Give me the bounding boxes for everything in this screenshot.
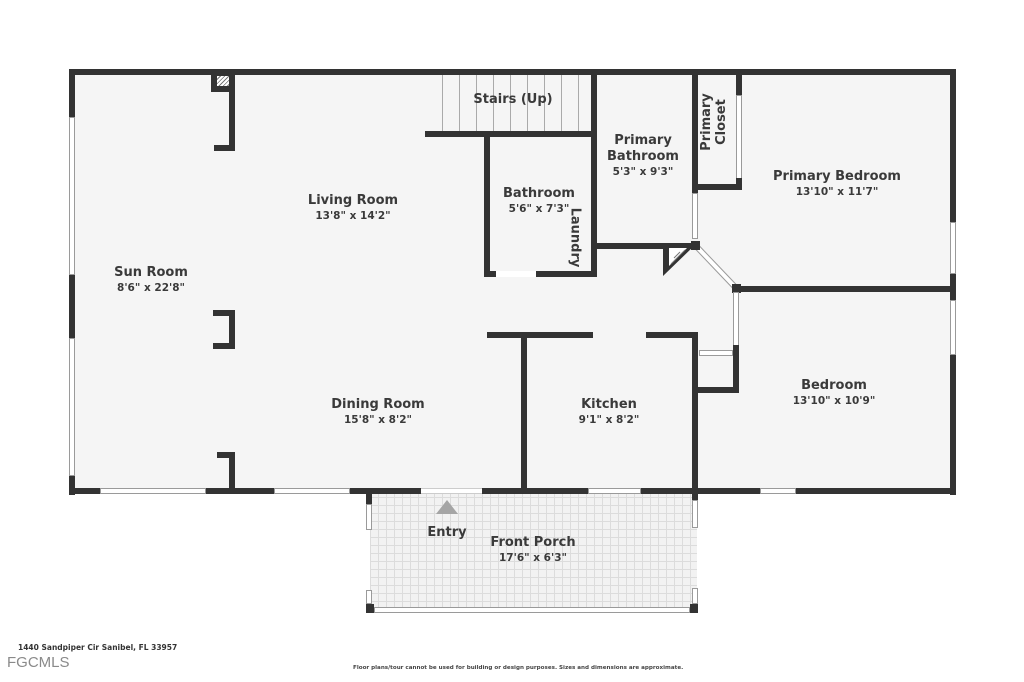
room-label-laundry: Laundry [568,208,583,268]
room-name: Entry [427,525,467,540]
room-name: Primary Bedroom [773,169,901,184]
wall [229,310,235,349]
wall-left [69,69,75,495]
wall [229,452,235,490]
room-dimensions: 13'10" x 11'7" [795,186,879,198]
porch-window [366,504,372,530]
wall [733,345,739,393]
room-dimensions: 5'3" x 9'3" [612,166,674,178]
room-dimensions: 17'6" x 6'3" [499,552,567,564]
entry-doorway[interactable] [421,488,482,494]
porch-window [692,500,698,528]
wall [213,310,235,316]
room-dimensions: 8'6" x 22'8" [117,282,185,294]
room-name: Bedroom [801,378,867,393]
window [69,117,75,275]
wall [692,184,742,190]
window [950,300,956,355]
room-dimensions: 9'1" x 8'2" [578,414,640,426]
wall [211,87,235,92]
wall [484,271,596,277]
primary-bathroom-door[interactable] [692,193,698,239]
linen-closet-hatch [663,244,696,276]
bathroom-door-opening[interactable] [496,271,536,277]
wall [425,131,597,137]
wall [646,332,698,338]
room-dimensions: 15'8" x 8'2" [344,414,412,426]
room-label-entry: Entry [427,525,466,541]
front-porch-tiles [370,494,697,610]
porch-screen [374,607,690,613]
wall [214,145,235,151]
wall [695,387,739,393]
room-name: Sun Room [114,265,188,280]
wall [596,243,696,249]
room-name-line2: Bathroom [607,149,679,164]
hall-closet-door[interactable] [699,350,733,356]
room-label-primary-bathroom: Primary Bathroom 5'3" x 9'3" [607,133,679,179]
room-name-line1: Primary [614,133,672,148]
room-label-primary-bedroom: Primary Bedroom 13'10" x 11'7" [773,169,901,199]
chimney-chase [216,75,230,87]
room-name: Bathroom [503,186,575,201]
property-address: 1440 Sandpiper Cir Sanibel, FL 33957 [18,643,178,652]
wall [736,69,742,95]
room-name: Laundry [567,207,583,268]
stairs-treads [426,75,592,135]
room-label-bathroom: Bathroom 5'6" x 7'3" [503,186,575,216]
room-name: Stairs (Up) [473,92,553,107]
window [100,488,206,494]
room-label-bedroom: Bedroom 13'10" x 10'9" [793,378,876,408]
room-label-sun-room: Sun Room 8'6" x 22'8" [114,265,188,295]
room-label-front-porch: Front Porch 17'6" x 6'3" [490,535,575,565]
entry-arrow-icon [436,500,458,514]
mls-logo: FGCMLS [7,654,70,671]
room-label-primary-closet: Primary Closet [699,90,729,154]
room-label-kitchen: Kitchen 9'1" x 8'2" [579,397,640,427]
closet-door[interactable] [736,95,742,180]
wall [366,494,372,504]
wall [591,69,597,277]
wall [692,494,698,500]
wall [213,343,235,349]
window [950,222,956,274]
room-name: Dining Room [331,397,425,412]
porch-window [366,590,372,604]
wall [487,332,593,338]
room-name: Living Room [307,193,399,208]
room-name: Kitchen [581,397,637,412]
wall [484,137,490,277]
room-name-line1: Primary [699,93,714,151]
room-dimensions: 13'10" x 10'9" [792,395,876,407]
window [274,488,350,494]
room-label-dining-room: Dining Room 15'8" x 8'2" [331,397,424,427]
porch-window [692,588,698,604]
room-dimensions: 5'6" x 7'3" [508,203,570,215]
room-name-line2: Closet [714,99,729,145]
room-name: Front Porch [490,535,576,550]
main-floor-area [70,70,954,494]
wall [690,604,698,613]
wall [217,452,235,458]
room-label-living-room: Living Room 13'8" x 14'2" [308,193,398,223]
wall [211,75,217,92]
wall [366,604,374,613]
window [69,338,75,476]
wall [733,286,953,292]
wall-top [69,69,956,75]
wall [521,332,527,490]
wall-right [950,69,956,495]
wall-bottom [69,488,956,494]
bedroom-door[interactable] [733,292,739,346]
window [588,488,641,494]
room-label-stairs: Stairs (Up) [473,92,552,108]
wall [692,69,698,193]
window [760,488,796,494]
disclaimer-text: Floor plans/tour cannot be used for buil… [353,665,684,671]
room-dimensions: 13'8" x 14'2" [315,210,391,222]
wall [692,332,698,490]
wall [229,75,235,151]
